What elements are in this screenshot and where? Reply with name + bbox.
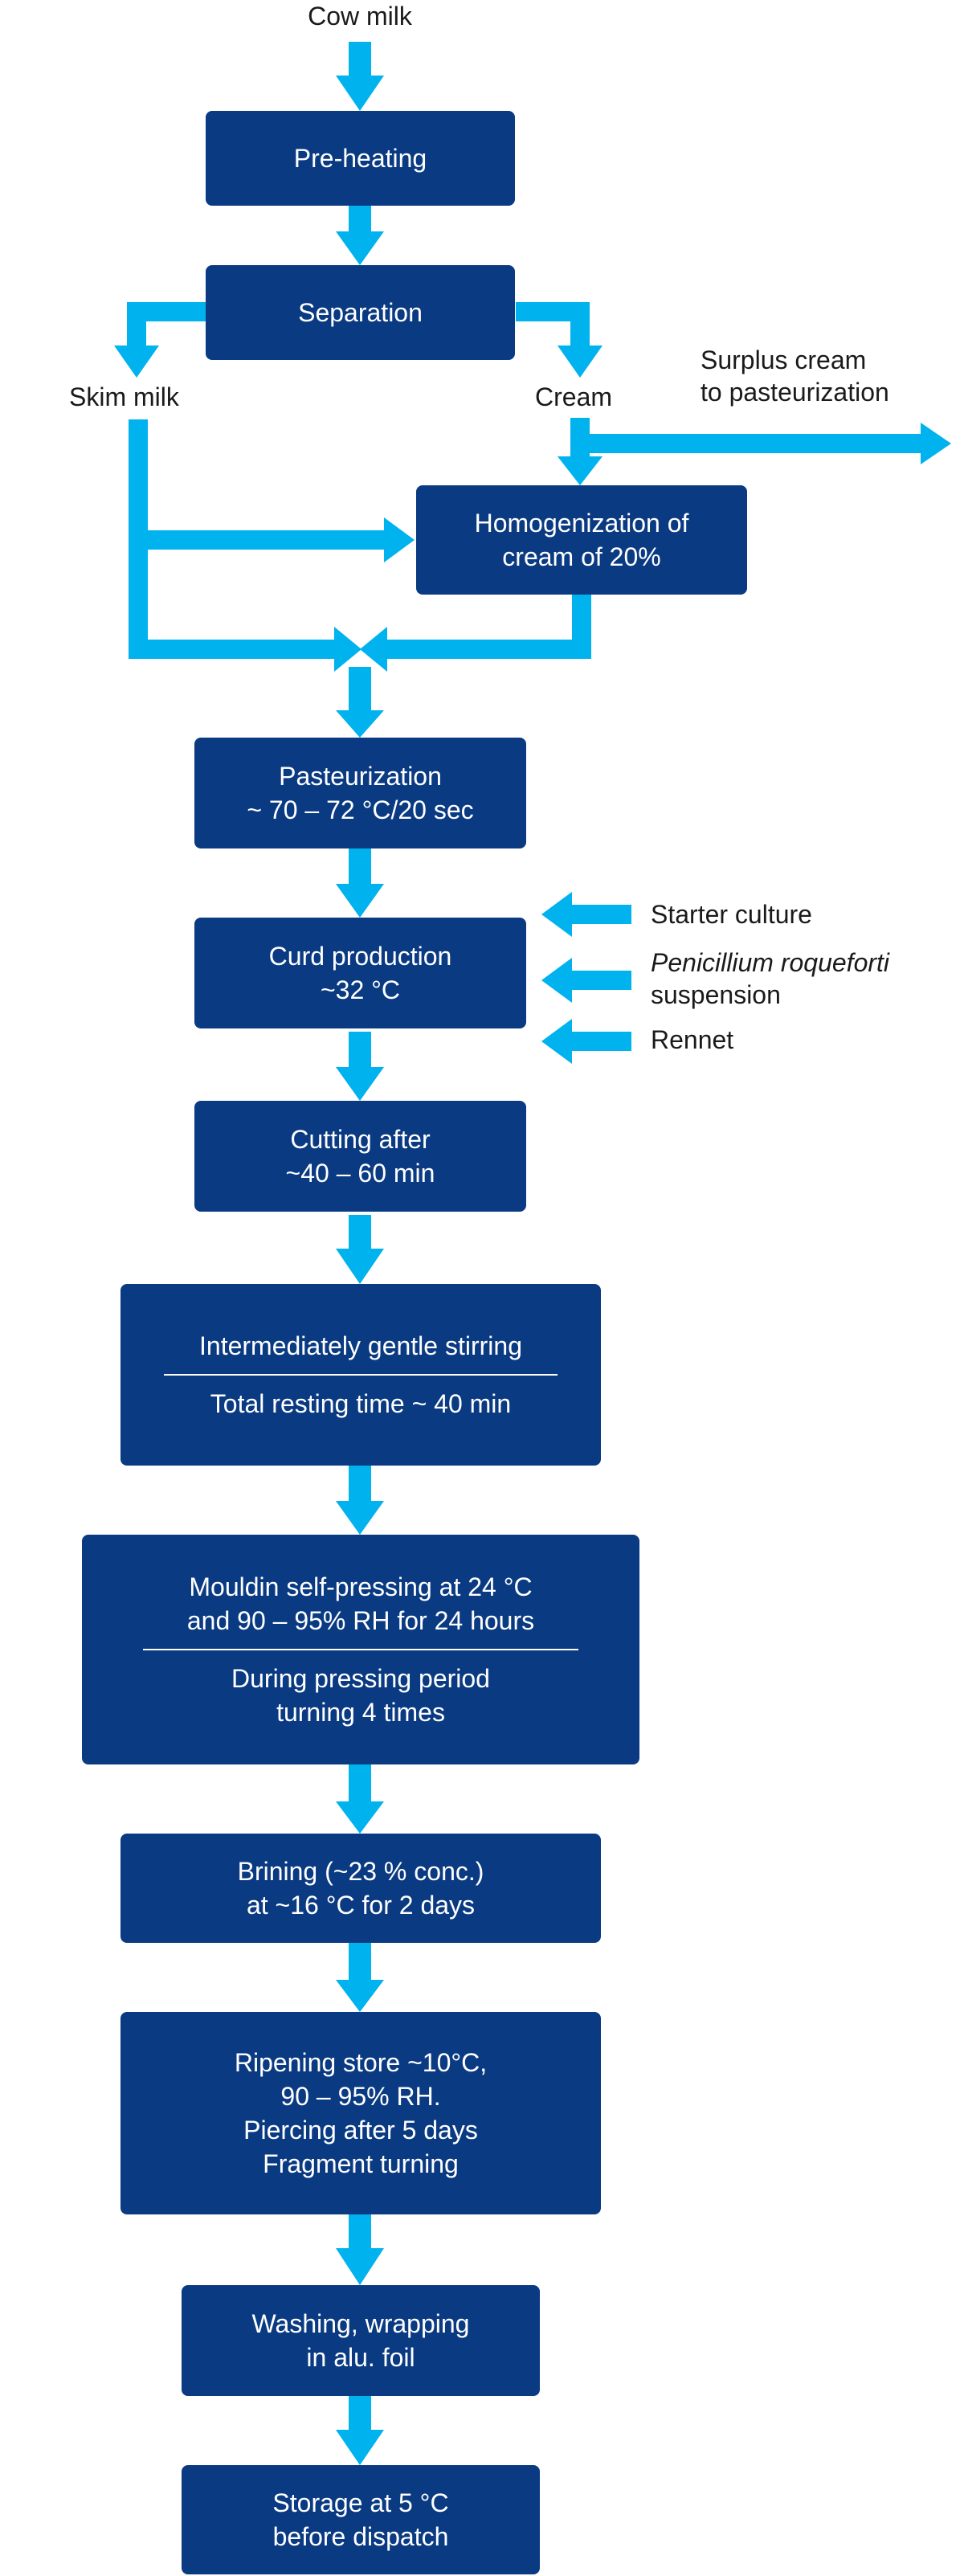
ripening-line-4: Fragment turning (263, 2149, 459, 2178)
stirring-bottom: Total resting time ~ 40 min (210, 1389, 512, 1418)
arrow-head (334, 627, 362, 672)
pasteurization-line-2: ~ 70 – 72 °C/20 sec (247, 795, 474, 824)
curd-line-1: Curd production (268, 942, 452, 971)
step-curd-production: Curd production ~32 °C (194, 918, 526, 1028)
arrow-head (541, 1019, 572, 1064)
brining-line-2: at ~16 °C for 2 days (246, 1891, 476, 1920)
arrow-head (921, 423, 951, 464)
arrow-head (336, 1801, 384, 1834)
homogenization-line-1: Homogenization of (474, 509, 689, 538)
arrow-head (336, 1249, 384, 1284)
arrow-shaft (349, 2214, 371, 2250)
arrow-head (336, 2248, 384, 2285)
arrow-head (558, 456, 602, 485)
arrow-head (336, 1501, 384, 1535)
arrow-head (336, 884, 384, 918)
arrow-head (336, 710, 384, 738)
step-separation: Separation (206, 265, 515, 360)
branch-label-surplus-cream: Surplus cream to pasteurization (701, 344, 889, 408)
step-preheating: Pre-heating (206, 111, 515, 206)
surplus-line-2: to pasteurization (701, 378, 889, 407)
arrow-shaft (580, 434, 922, 453)
washing-line-2: in alu. foil (306, 2343, 415, 2372)
cutting-line-2: ~40 – 60 min (285, 1159, 435, 1188)
addition-rennet: Rennet (651, 1025, 734, 1054)
step-stirring: Intermediately gentle stirring Total res… (120, 1284, 601, 1466)
arrow-head (114, 346, 159, 378)
arrow-shaft (570, 302, 590, 347)
arrow-shaft (570, 1032, 631, 1051)
box-divider (163, 1374, 558, 1376)
step-pasteurization: Pasteurization ~ 70 – 72 °C/20 sec (194, 738, 526, 848)
mould-top-line-1: Mouldin self-pressing at 24 °C (189, 1572, 533, 1601)
arrow-shaft (349, 667, 371, 712)
arrow-shaft (129, 530, 386, 550)
arrow-head (336, 1067, 384, 1101)
arrow-head (541, 892, 572, 937)
stirring-top: Intermediately gentle stirring (199, 1331, 522, 1360)
arrow-head (336, 231, 384, 265)
curd-line-2: ~32 °C (320, 975, 401, 1004)
step-preheating-label: Pre-heating (293, 144, 427, 173)
arrow-head (360, 627, 387, 672)
arrow-head (336, 2430, 384, 2465)
penicillium-italic: Penicillium roqueforti (651, 948, 890, 977)
arrow-head (384, 517, 415, 562)
arrow-shaft (349, 1764, 371, 1803)
arrow-shaft (570, 971, 631, 990)
branch-label-cream: Cream (535, 382, 613, 411)
brining-line-1: Brining (~23 % conc.) (237, 1857, 484, 1886)
ripening-line-2: 90 – 95% RH. (280, 2082, 441, 2111)
storage-line-1: Storage at 5 °C (272, 2488, 449, 2517)
branch-label-skim-milk: Skim milk (69, 382, 179, 411)
step-washing: Washing, wrapping in alu. foil (182, 2285, 540, 2396)
step-homogenization: Homogenization of cream of 20% (416, 485, 747, 595)
box-divider (143, 1649, 578, 1650)
ripening-line-1: Ripening store ~10°C, (234, 2048, 488, 2077)
arrow-shaft (127, 302, 146, 347)
arrow-shaft (349, 848, 371, 885)
arrow-shaft (349, 42, 371, 77)
arrow-shaft (386, 640, 591, 659)
arrow-shaft (129, 640, 336, 659)
step-cutting: Cutting after ~40 – 60 min (194, 1101, 526, 1212)
homogenization-line-2: cream of 20% (502, 542, 661, 571)
arrow-shaft (349, 1032, 371, 1069)
mould-bottom-line-2: turning 4 times (276, 1698, 445, 1727)
arrow-shaft (349, 202, 371, 233)
arrow-shaft (349, 1215, 371, 1250)
arrow-head (558, 346, 602, 378)
arrow-shaft (570, 905, 631, 924)
step-ripening: Ripening store ~10°C, 90 – 95% RH. Pierc… (120, 2012, 601, 2214)
step-brining: Brining (~23 % conc.) at ~16 °C for 2 da… (120, 1834, 601, 1943)
surplus-line-1: Surplus cream (701, 346, 867, 374)
step-mould-pressing: Mouldin self-pressing at 24 °C and 90 – … (82, 1535, 639, 1764)
arrow-shaft (349, 2396, 371, 2431)
pasteurization-line-1: Pasteurization (279, 762, 442, 791)
step-separation-label: Separation (298, 298, 423, 327)
arrow-head (336, 1980, 384, 2012)
penicillium-rest: suspension (651, 980, 781, 1009)
arrow-head (336, 76, 384, 111)
arrow-shaft (349, 1943, 371, 1981)
mould-bottom-line-1: During pressing period (231, 1664, 490, 1693)
arrow-head (541, 958, 572, 1003)
ripening-line-3: Piercing after 5 days (243, 2116, 478, 2145)
step-storage: Storage at 5 °C before dispatch (182, 2465, 540, 2574)
cutting-line-1: Cutting after (290, 1125, 431, 1154)
storage-line-2: before dispatch (272, 2522, 449, 2551)
mould-top-line-2: and 90 – 95% RH for 24 hours (186, 1606, 535, 1635)
washing-line-1: Washing, wrapping (251, 2309, 470, 2338)
addition-penicillium: Penicillium roqueforti suspension (651, 947, 956, 1011)
arrow-shaft (349, 1466, 371, 1503)
input-label-cow-milk: Cow milk (308, 2, 412, 31)
addition-starter-culture: Starter culture (651, 900, 812, 929)
